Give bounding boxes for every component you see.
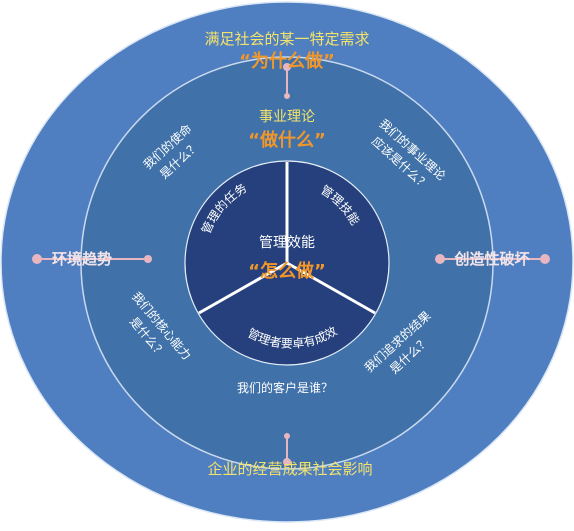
inner-divider bbox=[286, 261, 376, 315]
left-label: 环境趋势 bbox=[52, 250, 112, 268]
middle-highlight: “做什么” bbox=[248, 129, 326, 151]
inner-divider bbox=[198, 261, 288, 315]
connectors bbox=[40, 67, 545, 462]
outer-top-text: 满足社会的某一特定需求 bbox=[204, 30, 369, 48]
inner-highlight: “怎么做” bbox=[248, 260, 326, 282]
connector-dots bbox=[32, 63, 550, 466]
question-customer: 我们的客户是谁？ bbox=[237, 380, 333, 395]
outer-top-highlight: “为什么做” bbox=[239, 50, 335, 72]
outer-bottom-text: 企业的经营成果社会影响 bbox=[207, 460, 372, 478]
middle-title: 事业理论 bbox=[259, 109, 315, 125]
inner-title: 管理效能 bbox=[259, 235, 315, 251]
right-label: 创造性破坏 bbox=[453, 250, 529, 268]
